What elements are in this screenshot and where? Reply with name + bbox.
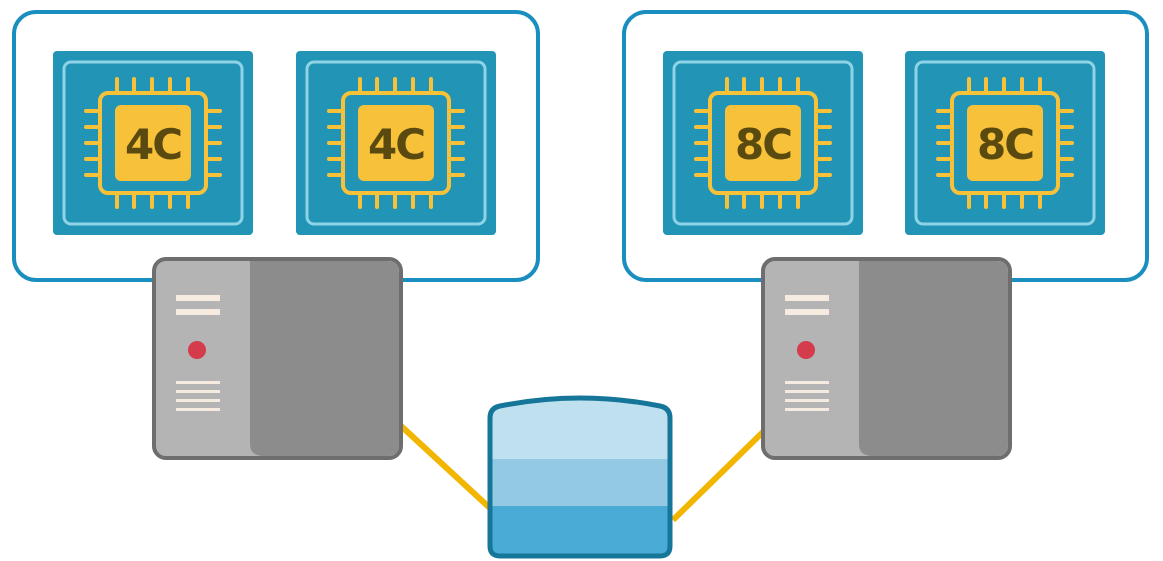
cpu-chip-icon [694, 77, 832, 209]
cpu-chip-icon [936, 77, 1074, 209]
processor-tile: 4C [296, 51, 496, 235]
cpu-chip-icon [84, 77, 222, 209]
cable-right [670, 427, 768, 523]
processor-tile: 8C [663, 51, 863, 235]
cpu-core-label: 8C [977, 120, 1033, 169]
processor-tile: 4C [53, 51, 253, 235]
power-led-icon [797, 341, 815, 359]
server-icon [761, 257, 1012, 460]
processor-tile: 8C [905, 51, 1105, 235]
cpu-chip-icon [327, 77, 465, 209]
server-icon [152, 257, 403, 460]
power-led-icon [188, 341, 206, 359]
cable-left [397, 422, 495, 513]
database-icon [487, 395, 673, 559]
cpu-core-label: 4C [125, 120, 181, 169]
cpu-core-label: 4C [368, 120, 424, 169]
cpu-core-label: 8C [735, 120, 791, 169]
